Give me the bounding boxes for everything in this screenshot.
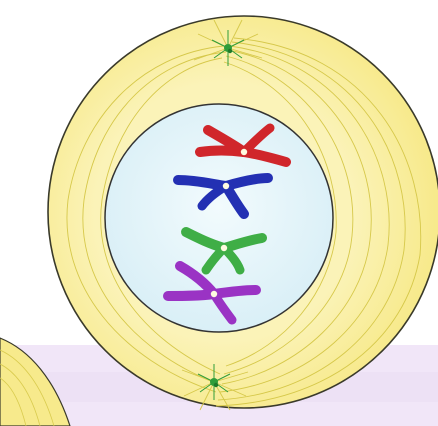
cell-division-illustration (0, 0, 438, 426)
